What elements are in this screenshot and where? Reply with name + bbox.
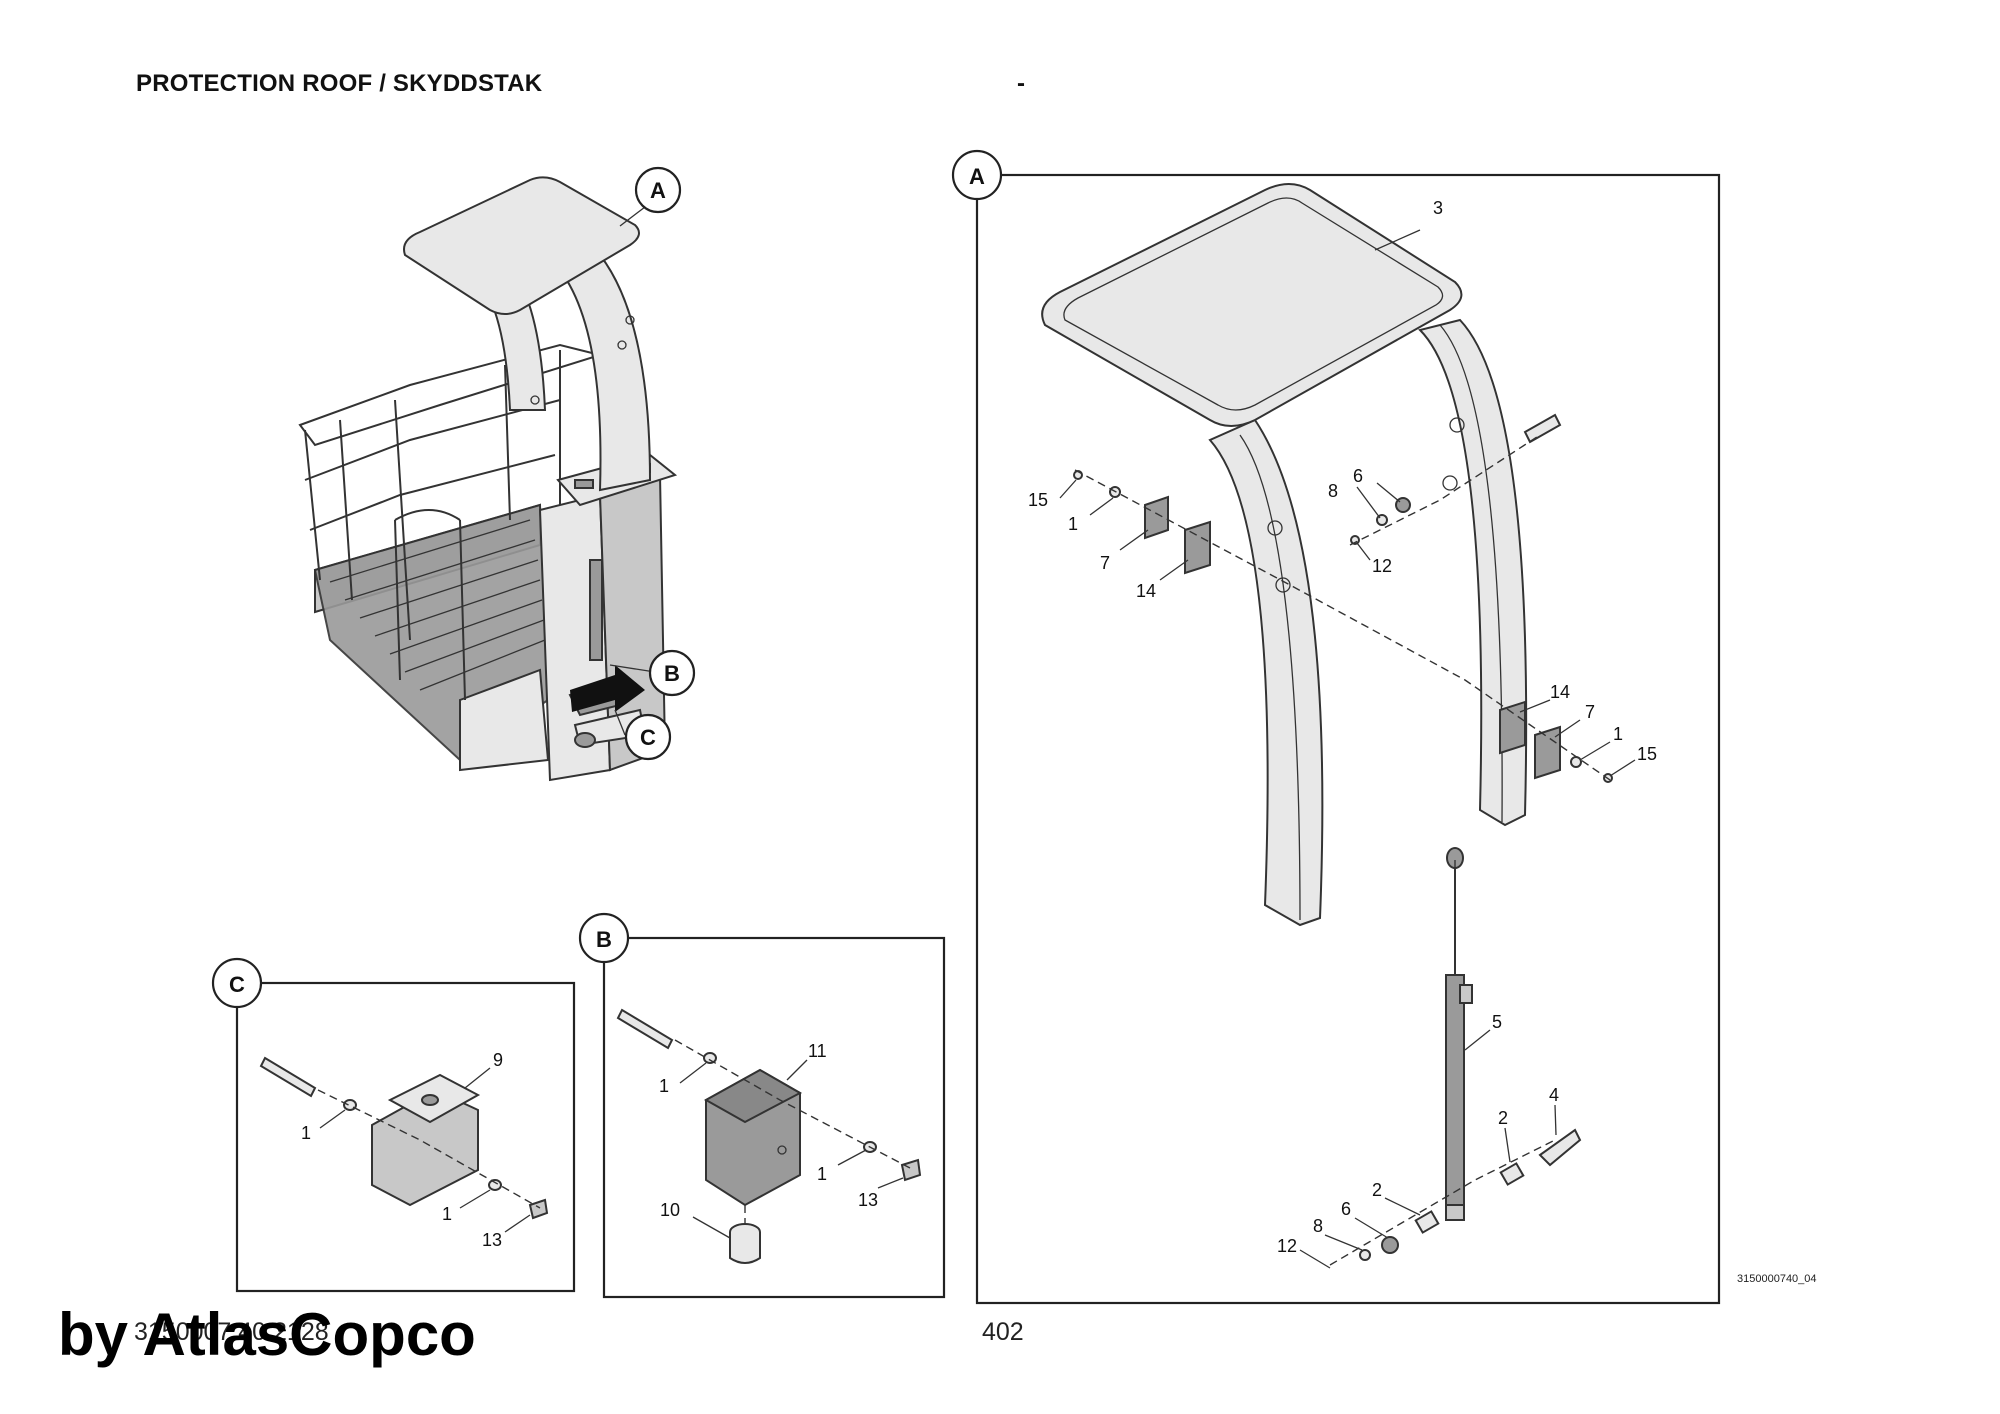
part-label: 4 <box>1549 1085 1559 1105</box>
callout-b-detail <box>578 912 630 964</box>
title-dash: - <box>1017 70 1025 97</box>
part-label: 1 <box>817 1164 827 1184</box>
part-label: 14 <box>1136 581 1156 601</box>
part-label: 12 <box>1277 1236 1297 1256</box>
part-label: 8 <box>1328 481 1338 501</box>
document-number: 3150007 40 2128 <box>134 1318 329 1346</box>
callout-c-detail <box>211 957 263 1009</box>
roof-assembly <box>1041 183 1613 1266</box>
part-label: 12 <box>1372 556 1392 576</box>
detail-a-leaders <box>1059 229 1636 1269</box>
detail-a-frame <box>975 173 1721 1305</box>
callout-c-overview <box>624 713 672 761</box>
part-label: 11 <box>808 1041 827 1061</box>
detail-c-frame <box>235 981 576 1293</box>
callout-b-detail-label: B <box>596 927 612 952</box>
part-label: 14 <box>1550 682 1570 702</box>
callout-b-overview <box>648 649 696 697</box>
part-label: 10 <box>660 1200 680 1220</box>
part-label: 1 <box>1068 514 1078 534</box>
part-label: 7 <box>1585 702 1595 722</box>
part-label: 1 <box>1613 724 1623 744</box>
detail-b-parts <box>616 1008 922 1264</box>
part-label: 1 <box>301 1123 311 1143</box>
part-label: 5 <box>1492 1012 1502 1032</box>
page-title: PROTECTION ROOF / SKYDDSTAK <box>136 70 543 97</box>
callout-c-overview-label: C <box>640 725 656 750</box>
part-label: 8 <box>1313 1216 1323 1236</box>
part-label: 9 <box>493 1050 503 1070</box>
callout-a-overview-label: A <box>650 178 666 203</box>
part-label: 2 <box>1498 1108 1508 1128</box>
callout-a-overview <box>634 166 682 214</box>
part-label: 13 <box>858 1190 878 1210</box>
callout-a-detail <box>951 149 1003 201</box>
part-label: 6 <box>1341 1199 1351 1219</box>
overview-machine <box>298 176 678 782</box>
detail-c-parts <box>259 1056 549 1220</box>
part-label: 1 <box>442 1204 452 1224</box>
part-label: 2 <box>1372 1180 1382 1200</box>
callout-b-overview-label: B <box>664 661 680 686</box>
callout-c-detail-label: C <box>229 972 245 997</box>
drawing-number: 3150000740_04 <box>1737 1273 1817 1285</box>
part-label: 6 <box>1353 466 1363 486</box>
callout-a-detail-label: A <box>969 164 985 189</box>
detail-c-leaders <box>319 1067 531 1233</box>
part-label: 7 <box>1100 553 1110 573</box>
detail-b-frame <box>602 936 946 1299</box>
detail-b-leaders <box>679 1059 904 1239</box>
part-label: 15 <box>1028 490 1048 510</box>
part-label: 3 <box>1433 198 1443 218</box>
watermark: by AtlasCopco <box>58 1301 476 1368</box>
part-label: 15 <box>1637 744 1657 764</box>
part-label: 1 <box>659 1076 669 1096</box>
page-number: 402 <box>982 1318 1024 1346</box>
part-label: 13 <box>482 1230 502 1250</box>
